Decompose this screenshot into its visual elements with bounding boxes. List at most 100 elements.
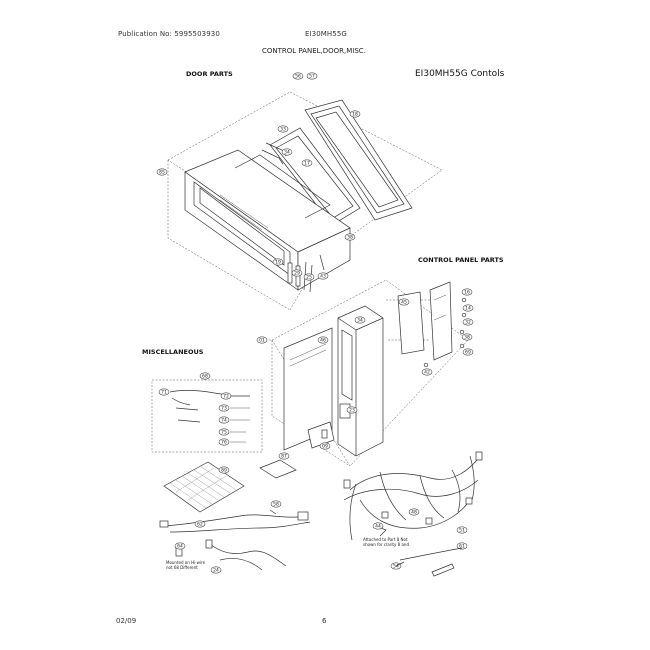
callout-18: 18: [349, 110, 361, 118]
wiring-harness-left: [159, 511, 311, 571]
svg-text:62: 62: [197, 522, 203, 528]
svg-text:38: 38: [464, 335, 470, 341]
callout-42: 42: [421, 368, 433, 376]
svg-text:85: 85: [159, 170, 165, 176]
callout-87: 87: [278, 452, 290, 460]
svg-text:18: 18: [352, 112, 358, 118]
callout-33: 33: [277, 125, 289, 133]
svg-text:19: 19: [275, 260, 281, 266]
svg-text:54: 54: [393, 564, 399, 570]
svg-text:61: 61: [459, 544, 465, 550]
attach-note-line-2: shown for clarity 8 and: [363, 542, 409, 547]
callout-89: 89: [218, 466, 230, 474]
svg-text:75: 75: [221, 430, 227, 436]
callout-17: 17: [301, 159, 313, 167]
callout-38b: 38: [461, 333, 473, 341]
callout-24: 24: [210, 566, 222, 574]
svg-text:32: 32: [465, 320, 471, 326]
svg-text:57: 57: [309, 74, 315, 80]
svg-text:33: 33: [280, 127, 286, 133]
harness-callouts: 44 48 51 54 61 24 64: [174, 508, 468, 574]
misc-parts: 68 71 72 73 74 75 76 89 87: [151, 372, 483, 577]
svg-text:73: 73: [221, 406, 227, 412]
callout-75: 75: [218, 428, 230, 436]
mount-note-line-1: Mounted on Hi-wire: [166, 560, 206, 565]
wiring-harness-main: [343, 451, 483, 541]
svg-text:56: 56: [295, 74, 301, 80]
callout-44: 44: [372, 522, 384, 530]
callout-46: 46: [317, 336, 329, 344]
door-front-panel: [184, 149, 351, 291]
callout-69: 69: [462, 348, 474, 356]
callout-34b: 34: [354, 316, 366, 324]
svg-text:38: 38: [347, 235, 353, 241]
callout-38: 38: [344, 233, 356, 241]
callout-73: 73: [218, 404, 230, 412]
svg-text:87: 87: [281, 454, 287, 460]
svg-text:89: 89: [221, 468, 227, 474]
control-callouts: 01 46 34 45 16 14 32 38 69 42 23 09: [256, 288, 474, 450]
callout-61: 61: [456, 542, 468, 550]
svg-text:69: 69: [465, 350, 471, 356]
svg-text:44: 44: [375, 524, 381, 530]
svg-text:34: 34: [357, 318, 363, 324]
svg-text:46: 46: [320, 338, 326, 344]
callout-68: 68: [199, 372, 211, 380]
miscellaneous-heading: MISCELLANEOUS: [142, 348, 204, 356]
callout-14: 14: [462, 304, 474, 312]
svg-text:64: 64: [177, 544, 183, 550]
diagram-subtitle: EI30MH55G Contols: [415, 69, 505, 79]
callout-19: 19: [272, 258, 284, 266]
wire-rack: [163, 461, 245, 513]
callout-85: 85: [156, 168, 168, 176]
literature-card: [259, 459, 297, 479]
svg-text:45: 45: [401, 300, 407, 306]
svg-text:72: 72: [223, 394, 229, 400]
callout-57: 57: [306, 72, 318, 80]
callout-54: 54: [390, 562, 402, 570]
svg-text:48: 48: [411, 510, 417, 516]
callout-29: 29: [291, 269, 303, 277]
callout-34: 34: [281, 148, 293, 156]
control-panel-heading: CONTROL PANEL PARTS: [418, 256, 504, 264]
svg-text:29: 29: [294, 271, 300, 277]
callout-64: 64: [174, 542, 186, 550]
model-number: EI30MH55G: [305, 30, 347, 38]
control-screws: [423, 297, 467, 368]
svg-text:23: 23: [349, 408, 355, 414]
svg-text:74: 74: [221, 418, 227, 424]
callout-51: 51: [456, 526, 468, 534]
door-callouts: 56 57 18 33 34 17 85 38 19 29 25 43: [156, 72, 361, 281]
svg-text:01: 01: [259, 338, 265, 344]
callout-16: 16: [461, 288, 473, 296]
svg-text:17: 17: [304, 161, 310, 167]
callout-23: 23: [346, 406, 358, 414]
svg-text:68: 68: [202, 374, 208, 380]
svg-text:24: 24: [213, 568, 219, 574]
svg-text:09: 09: [322, 444, 328, 450]
lower-wire-parts: [395, 547, 463, 577]
page-title: CONTROL PANEL,DOOR,MISC.: [262, 47, 366, 55]
control-panel-housing: [337, 305, 384, 457]
callout-58: 58: [270, 500, 282, 508]
bolt-part: [269, 509, 277, 515]
misc-kit-parts: [169, 390, 250, 443]
svg-text:16: 16: [464, 290, 470, 296]
svg-text:14: 14: [465, 306, 471, 312]
publication-number: Publication No: 5995503930: [118, 30, 220, 38]
callout-48: 48: [408, 508, 420, 516]
callout-09: 09: [319, 442, 331, 450]
svg-text:42: 42: [424, 370, 430, 376]
mount-note-line-2: not 68 Different: [166, 565, 198, 570]
attach-note-line-1: Attached to Part 8 Not: [363, 537, 408, 542]
svg-text:34: 34: [284, 150, 290, 156]
callout-71: 71: [158, 388, 170, 396]
callout-45: 45: [398, 298, 410, 306]
svg-text:51: 51: [459, 528, 465, 534]
callout-25: 25: [303, 273, 315, 281]
misc-callouts: 68 71 72 73 74 75 76: [158, 372, 232, 446]
control-board-bracket: [386, 281, 453, 361]
callout-43: 43: [317, 272, 329, 280]
callout-56: 56: [292, 72, 304, 80]
